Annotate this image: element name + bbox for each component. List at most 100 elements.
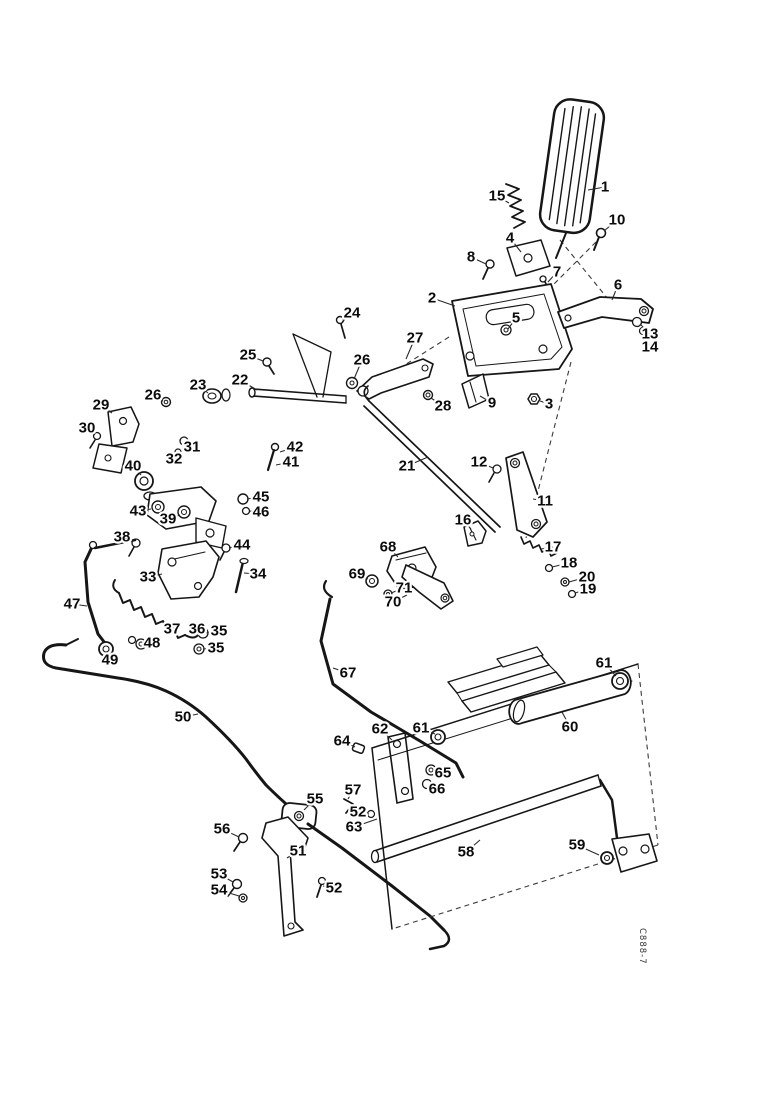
callout-leader-54 — [218, 889, 240, 897]
callout-leader-61 — [420, 727, 436, 735]
callout-60: 60 — [562, 719, 579, 736]
callout-38: 38 — [114, 529, 131, 546]
callout-51: 51 — [290, 843, 307, 860]
support-bracket — [262, 315, 346, 398]
callout-leaders — [71, 186, 651, 897]
callout-65: 65 — [435, 765, 452, 782]
callout-leader-46 — [248, 510, 262, 513]
callout-52: 52 — [350, 804, 367, 821]
callout-57: 57 — [345, 782, 362, 799]
callout-leader-12 — [478, 461, 494, 469]
callout-leader-62 — [379, 728, 393, 741]
callout-62: 62 — [372, 721, 389, 738]
callout-leader-60 — [561, 711, 571, 728]
callout-48: 48 — [144, 635, 161, 652]
callout-45: 45 — [253, 489, 270, 506]
callout-71: 71 — [396, 580, 413, 597]
callout-66: 66 — [429, 781, 446, 798]
callout-42: 42 — [287, 439, 304, 456]
return-spring — [98, 579, 209, 657]
callout-3: 3 — [545, 396, 553, 413]
callout-50: 50 — [175, 709, 192, 726]
callout-leader-63 — [353, 818, 378, 828]
callout-1: 1 — [601, 179, 609, 196]
callout-leader-2 — [431, 297, 456, 307]
callout-23: 23 — [190, 377, 207, 394]
idler-bracket — [365, 546, 454, 610]
callout-leader-24 — [341, 312, 353, 323]
callout-leader-31 — [185, 441, 193, 448]
callout-39: 39 — [160, 511, 177, 528]
callout-70: 70 — [385, 594, 402, 611]
callout-46: 46 — [253, 504, 270, 521]
callout-37: 37 — [164, 621, 181, 638]
callout-leader-38 — [121, 536, 134, 543]
callout-19: 19 — [580, 581, 597, 598]
callout-56: 56 — [214, 821, 231, 838]
callout-leader-28 — [430, 397, 444, 407]
callout-54: 54 — [211, 882, 228, 899]
pedal-base-plate — [451, 283, 573, 377]
callout-13: 13 — [642, 326, 659, 343]
bellcrank-cluster — [128, 442, 280, 600]
callout-26: 26 — [354, 352, 371, 369]
callout-leader-5 — [507, 317, 517, 330]
callout-leader-16 — [462, 519, 472, 530]
callout-leader-15 — [496, 195, 510, 204]
callout-leader-11 — [532, 498, 546, 502]
callout-leader-69 — [356, 573, 369, 580]
callout-30: 30 — [79, 420, 96, 437]
callout-leader-59 — [576, 844, 600, 856]
cross-shaft — [89, 387, 347, 501]
callout-leader-40 — [132, 465, 142, 476]
callout-leader-4 — [509, 237, 522, 253]
callout-leader-66 — [428, 784, 438, 790]
callout-26: 26 — [145, 387, 162, 404]
callout-16: 16 — [455, 512, 472, 529]
callout-49: 49 — [102, 652, 119, 669]
callout-leader-65 — [432, 770, 444, 774]
callout-leader-50 — [182, 713, 199, 718]
callout-20: 20 — [579, 569, 596, 586]
callout-35: 35 — [211, 623, 228, 640]
callout-leader-53 — [218, 873, 234, 883]
callout-leader-43 — [137, 508, 152, 512]
callout-leader-41 — [275, 461, 292, 466]
callout-leader-36 — [188, 628, 198, 635]
callout-leader-27 — [405, 337, 416, 360]
callout-leader-58 — [465, 839, 481, 853]
callout-leader-30 — [86, 427, 96, 436]
callout-40: 40 — [125, 458, 142, 475]
callout-labels: 1234567891011121314151617181920212223242… — [61, 176, 661, 901]
callout-leader-10 — [603, 219, 618, 232]
callout-47: 47 — [64, 596, 81, 613]
callout-leader-1 — [587, 186, 606, 191]
callout-21: 21 — [399, 458, 416, 475]
callout-59: 59 — [569, 837, 586, 854]
callout-33: 33 — [140, 569, 157, 586]
frame-assembly — [371, 646, 659, 930]
callout-leader-55 — [303, 798, 316, 811]
callout-2: 2 — [428, 290, 436, 307]
pedal-pad — [538, 98, 606, 259]
callout-61: 61 — [413, 720, 430, 737]
callout-4: 4 — [506, 230, 515, 247]
callout-leader-68 — [387, 546, 399, 558]
callout-10: 10 — [609, 212, 626, 229]
watermark-text: C888-7 — [637, 928, 647, 965]
pedal-spring — [505, 183, 526, 229]
callout-leader-21 — [406, 456, 429, 467]
callout-68: 68 — [380, 539, 397, 556]
callout-36: 36 — [189, 621, 206, 638]
tie-rod-58 — [370, 774, 658, 873]
callout-63: 63 — [346, 819, 363, 836]
callout-leader-17 — [540, 546, 554, 550]
pivot-bolt — [593, 227, 607, 251]
wedge-and-nut — [461, 373, 541, 409]
callout-leader-14 — [643, 331, 651, 348]
callout-leader-67 — [332, 667, 349, 674]
callout-67: 67 — [340, 665, 357, 682]
side-arm — [557, 296, 654, 336]
